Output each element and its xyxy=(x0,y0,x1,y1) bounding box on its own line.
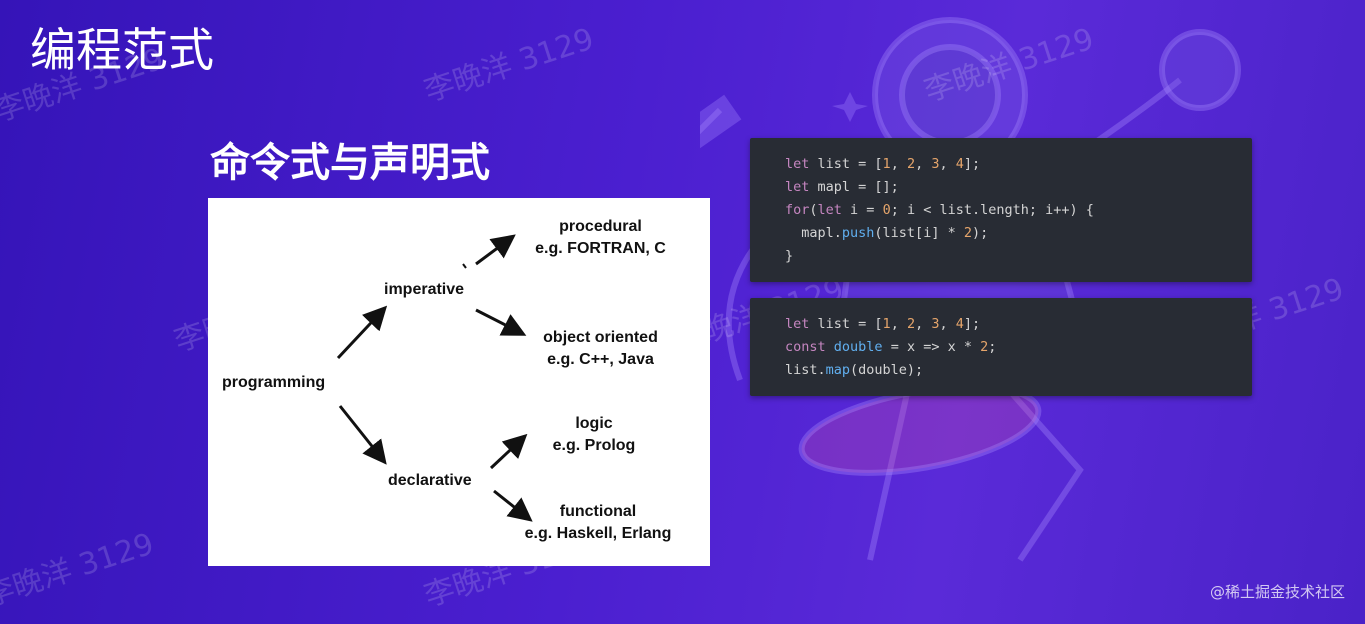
code-token: ); xyxy=(971,225,989,241)
node-procedural: procedural e.g. FORTRAN, C xyxy=(535,218,666,257)
imperative-code-panel: let list = [1, 2, 3, 4];let mapl = [];fo… xyxy=(750,138,1252,282)
code-token: 2 xyxy=(906,316,916,332)
code-token: 3 xyxy=(931,156,940,172)
page-title: 编程范式 xyxy=(30,23,214,77)
code-token: 3 xyxy=(931,316,940,332)
code-token: ( xyxy=(809,202,818,218)
code-token: list = [ xyxy=(809,316,883,332)
code-token: = x => x * xyxy=(882,339,981,355)
code-token: } xyxy=(785,248,794,264)
code-token: ; xyxy=(988,339,997,355)
watermark: 李晚洋 3129 xyxy=(919,21,1099,110)
code-token: list. xyxy=(785,362,826,378)
code-token: let xyxy=(785,179,810,195)
code-line: let list = [1, 2, 3, 4]; xyxy=(785,313,1252,336)
watermark: 李晚洋 3129 xyxy=(419,21,599,110)
code-token: 1 xyxy=(882,316,891,332)
watermark: 李晚洋 3129 xyxy=(0,526,159,615)
code-line: mapl.push(list[i] * 2); xyxy=(785,222,1252,245)
code-token: let xyxy=(785,316,810,332)
code-token: 0 xyxy=(882,202,891,218)
node-imperative: imperative xyxy=(384,281,465,298)
code-token: i = xyxy=(841,202,883,218)
code-token: , xyxy=(890,316,907,332)
code-line: let list = [1, 2, 3, 4]; xyxy=(785,153,1252,176)
declarative-code-panel: let list = [1, 2, 3, 4];const double = x… xyxy=(750,298,1252,396)
diagram-arrows xyxy=(336,234,533,522)
code-token: , xyxy=(939,316,956,332)
arrow-programming-imperative xyxy=(336,305,388,360)
node-functional: functional e.g. Haskell, Erlang xyxy=(524,503,672,542)
code-token: 2 xyxy=(963,225,972,241)
code-line: let mapl = []; xyxy=(785,176,1252,199)
arrow-declarative-functional xyxy=(493,489,533,522)
code-line: } xyxy=(785,245,1252,268)
arrow-stub xyxy=(462,263,467,269)
code-token: , xyxy=(890,156,907,172)
code-token: const xyxy=(785,339,826,355)
code-line: list.map(double); xyxy=(785,359,1252,382)
code-token: ]; xyxy=(963,316,981,332)
code-token: (list[i] * xyxy=(874,225,964,241)
code-token: map xyxy=(825,362,851,378)
code-line: const double = x => x * 2; xyxy=(785,336,1252,359)
code-token: , xyxy=(915,156,932,172)
code-token: ; i < list.length; i++) { xyxy=(890,202,1094,218)
code-token: , xyxy=(915,316,932,332)
code-token: push xyxy=(841,225,875,241)
code-token: let xyxy=(785,156,810,172)
code-token: for xyxy=(785,202,810,218)
node-programming: programming xyxy=(222,374,326,391)
code-token: 2 xyxy=(906,156,916,172)
code-token: 1 xyxy=(882,156,891,172)
footer-credit: @稀土掘金技术社区 xyxy=(1209,583,1345,601)
code-token: ]; xyxy=(963,156,981,172)
code-token: 4 xyxy=(955,156,964,172)
node-declarative: declarative xyxy=(388,472,472,489)
code-token: let xyxy=(817,202,842,218)
code-line: for(let i = 0; i < list.length; i++) { xyxy=(785,199,1252,222)
code-token: mapl. xyxy=(785,225,842,241)
node-logic: logic e.g. Prolog xyxy=(552,415,636,454)
code-token: double xyxy=(833,339,883,355)
slide-subtitle: 命令式与声明式 xyxy=(210,140,490,186)
arrow-imperative-procedural xyxy=(475,234,516,266)
code-token: list = [ xyxy=(809,156,883,172)
arrow-declarative-logic xyxy=(489,433,528,470)
code-token xyxy=(826,339,834,355)
node-object-oriented: object oriented e.g. C++, Java xyxy=(543,329,658,368)
code-token: 2 xyxy=(980,339,989,355)
code-token: (double); xyxy=(850,362,924,378)
code-token: mapl = []; xyxy=(809,179,899,195)
arrow-programming-declarative xyxy=(338,405,387,465)
code-token: , xyxy=(939,156,956,172)
code-token: 4 xyxy=(955,316,964,332)
paradigm-diagram: programming imperative declarative proce… xyxy=(208,198,710,566)
arrow-imperative-object-oriented xyxy=(475,308,527,336)
